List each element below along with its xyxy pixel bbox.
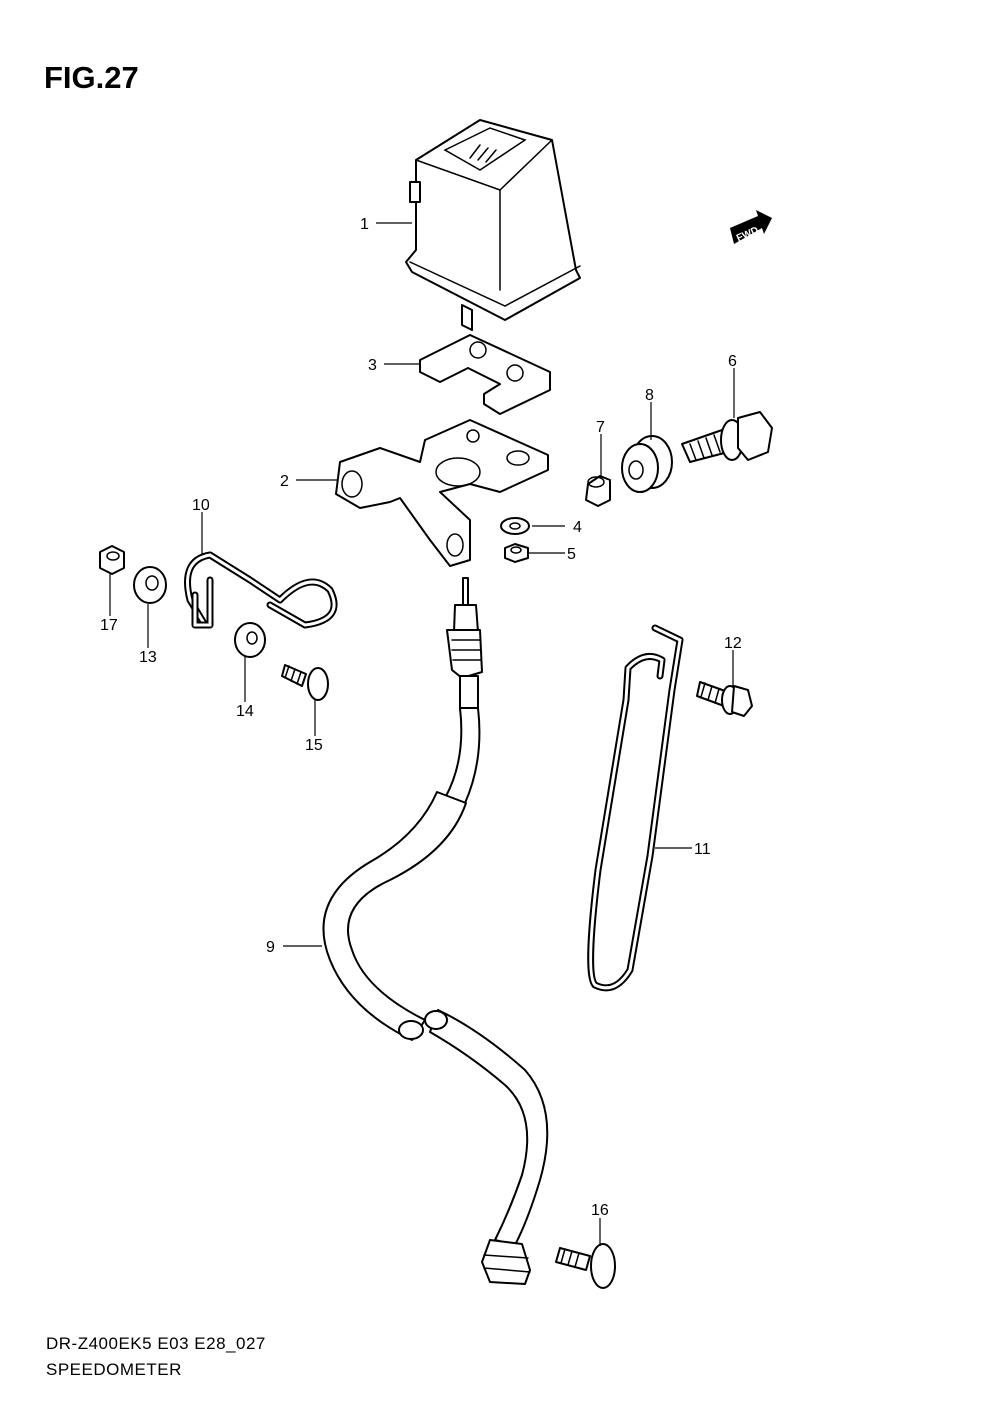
part-14-washer[interactable] <box>234 622 266 658</box>
callout-4: 4 <box>573 519 582 536</box>
callout-12: 12 <box>724 635 742 652</box>
callout-9: 9 <box>266 939 275 956</box>
part-10-clamp[interactable] <box>184 551 338 629</box>
part-13-washer[interactable] <box>133 566 167 604</box>
part-6-bolt[interactable] <box>681 411 773 463</box>
callout-8: 8 <box>645 387 654 404</box>
part-12-bolt[interactable] <box>696 681 753 717</box>
callout-13: 13 <box>139 649 157 666</box>
fwd-direction-arrow-icon: FWD <box>730 210 772 244</box>
part-16-screw[interactable] <box>555 1243 616 1289</box>
callout-11: 11 <box>694 841 711 858</box>
figure-title: FIG.27 <box>44 60 139 95</box>
callout-16: 16 <box>591 1202 609 1219</box>
leader-lines <box>109 222 735 1246</box>
callout-2: 2 <box>280 473 289 490</box>
callout-6: 6 <box>728 353 737 370</box>
part-15-screw[interactable] <box>281 664 329 701</box>
part-8-grommet[interactable] <box>621 435 673 493</box>
callout-5: 5 <box>567 546 576 563</box>
callout-7: 7 <box>596 419 605 436</box>
part-1-speedometer[interactable] <box>405 119 581 331</box>
callout-17: 17 <box>100 617 118 634</box>
callout-15: 15 <box>305 737 323 754</box>
callout-10: 10 <box>192 497 210 514</box>
part-2-bracket[interactable] <box>335 419 549 567</box>
part-11-cable-guide[interactable] <box>587 624 684 992</box>
callout-14: 14 <box>236 703 254 720</box>
part-17-nut[interactable] <box>99 545 125 575</box>
part-4-washer[interactable] <box>500 517 530 535</box>
part-9-speedometer-cable[interactable] <box>322 577 549 1285</box>
callout-1: 1 <box>360 216 369 233</box>
callout-labels: 1 2 3 4 5 6 7 8 9 10 11 12 13 14 15 16 1… <box>100 216 742 1219</box>
callout-3: 3 <box>368 357 377 374</box>
part-7-spacer[interactable] <box>585 475 611 507</box>
section-name: SPEEDOMETER <box>46 1360 182 1379</box>
part-5-nut[interactable] <box>504 543 529 563</box>
part-3-plate[interactable] <box>419 334 551 415</box>
model-code: DR-Z400EK5 E03 E28_027 <box>46 1334 266 1353</box>
